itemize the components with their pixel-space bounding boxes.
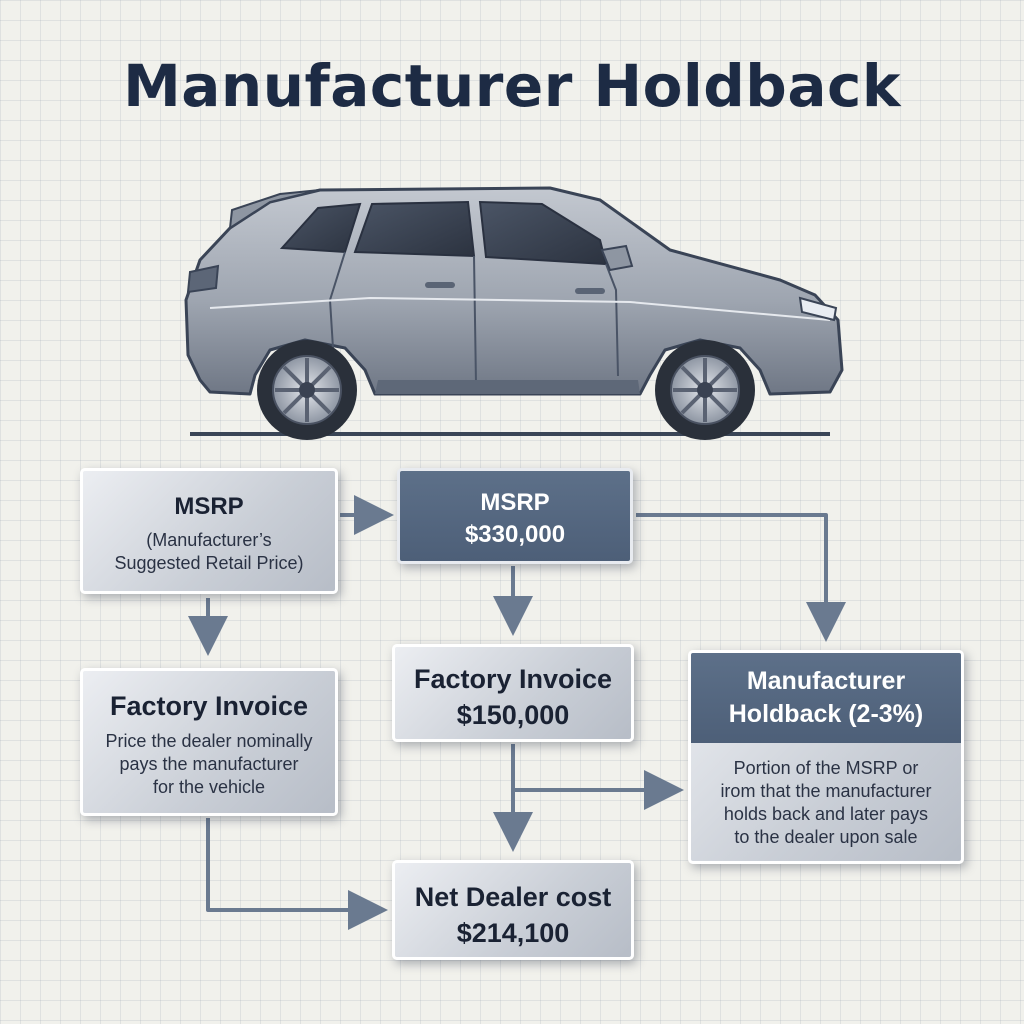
msrp-value-title: MSRP xyxy=(480,489,550,516)
factory-invoice-definition-line-1: Price the dealer nominally xyxy=(105,731,313,751)
factory-invoice-definition-box: Factory Invoice Price the dealer nominal… xyxy=(80,668,338,816)
msrp-definition-title: MSRP xyxy=(174,493,244,520)
manufacturer-holdback-description: Portion of the MSRP or irom that the man… xyxy=(691,743,961,849)
net-dealer-cost-amount: $214,100 xyxy=(456,918,570,948)
manufacturer-holdback-line-4: to the dealer upon sale xyxy=(734,827,918,847)
net-dealer-cost-box: Net Dealer cost $214,100 xyxy=(392,860,634,960)
factory-invoice-value-box: Factory Invoice $150,000 xyxy=(392,644,634,742)
manufacturer-holdback-box: Manufacturer Holdback (2-3%) Portion of … xyxy=(688,650,964,864)
net-dealer-cost-title: Net Dealer cost xyxy=(414,882,612,912)
suv-car-icon xyxy=(184,186,844,440)
arrow-invoice-def-to-net xyxy=(206,818,388,930)
msrp-definition-line-2: Suggested Retail Price) xyxy=(114,553,304,573)
factory-invoice-definition-line-2: pays the manufacturer xyxy=(119,754,299,774)
factory-invoice-value-amount: $150,000 xyxy=(456,700,570,730)
manufacturer-holdback-line-1: Portion of the MSRP or xyxy=(733,758,919,778)
msrp-definition-box: MSRP (Manufacturer’s Suggested Retail Pr… xyxy=(80,468,338,594)
manufacturer-holdback-title-line-1: Manufacturer xyxy=(746,667,906,695)
manufacturer-holdback-line-3: holds back and later pays xyxy=(723,804,929,824)
msrp-definition-line-1: (Manufacturer’s xyxy=(146,530,272,550)
manufacturer-holdback-line-2: irom that the manufacturer xyxy=(720,781,932,801)
manufacturer-holdback-title-line-2: Holdback (2-3%) xyxy=(728,700,924,728)
factory-invoice-definition-title: Factory Invoice xyxy=(109,691,309,721)
msrp-value-amount: $330,000 xyxy=(464,521,566,548)
manufacturer-holdback-header: Manufacturer Holdback (2-3%) xyxy=(691,653,961,743)
page-title: Manufacturer Holdback xyxy=(123,52,901,120)
factory-invoice-value-title: Factory Invoice xyxy=(413,664,613,694)
msrp-value-box: MSRP $330,000 xyxy=(397,468,633,564)
arrow-msrp-value-to-holdback xyxy=(636,513,846,642)
factory-invoice-definition-line-3: for the vehicle xyxy=(152,777,266,797)
